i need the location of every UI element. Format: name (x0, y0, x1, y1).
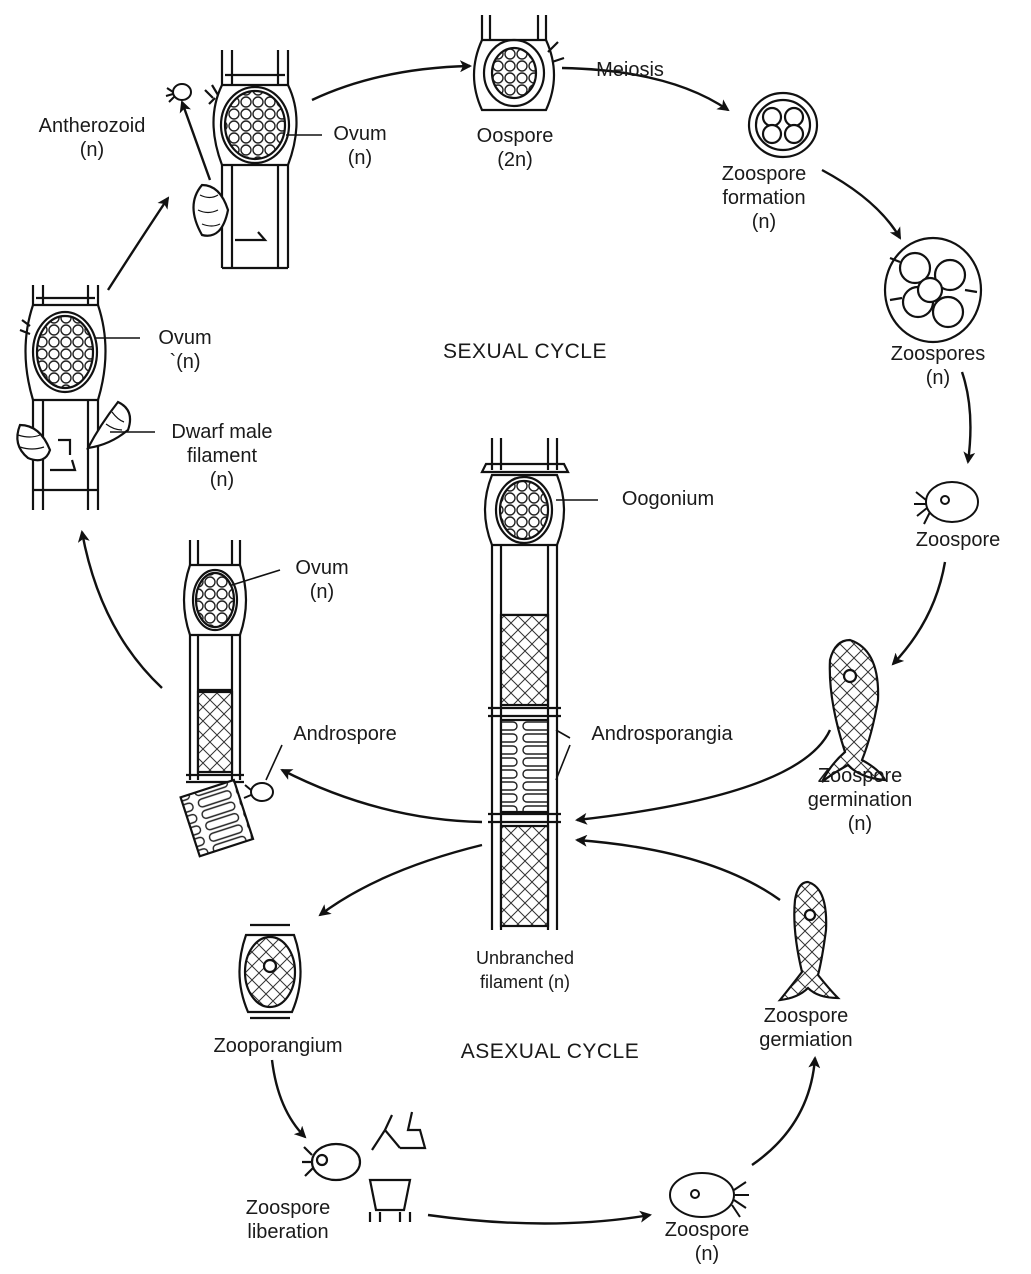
zoospore-formation-illustration (749, 93, 817, 157)
zoospores-label: Zoospores(n) (891, 343, 986, 389)
arrow-filament-to-zooporangium (320, 845, 482, 915)
androspore-filament-illustration (181, 540, 253, 856)
zoospore-bottom-label: Zoospore(n) (665, 1219, 750, 1265)
arrow-germiation-to-filament (577, 840, 780, 900)
androsporangia-label: Androsporangia (591, 723, 733, 745)
arrow-filament-to-androspore (282, 770, 482, 822)
arrow-zooporangium-to-liberation (272, 1060, 305, 1137)
antherozoid-illustration (166, 84, 191, 102)
androspore-illustration (244, 783, 273, 801)
sexual-cycle-label: SEXUAL CYCLE (443, 340, 607, 363)
androspore-label: Androspore (293, 723, 396, 745)
asexual-cycle-label: ASEXUAL CYCLE (461, 1040, 639, 1063)
antherozoid-label: Antherozoid(n) (39, 115, 146, 161)
arrow-zoospore-to-germiation (752, 1058, 815, 1165)
ovum-left-label: Ovum`(n) (158, 327, 211, 373)
fertilization-filament-illustration (194, 50, 297, 268)
oogonium-label: Oogonium (622, 488, 714, 510)
germinating-zoospore-bottom-illustration (780, 882, 838, 1000)
zoospores-illustration (885, 238, 981, 342)
dwarf-male-filament-illustration (17, 285, 130, 510)
arrow-ovum-to-oospore (312, 66, 470, 100)
arrow-androspore-to-dwarf (82, 532, 162, 688)
ovum-mid-label: Ovum(n) (295, 557, 348, 603)
germinating-zoospore-right-illustration (822, 640, 885, 782)
arrow-dwarf-to-fertilization (108, 198, 168, 290)
unbranched-filament-illustration (482, 438, 568, 930)
arrow-zoospores-to-zoospore (962, 372, 970, 462)
oospore-label: Oospore(2n) (477, 125, 554, 171)
zooporangium-label: Zooporangium (214, 1035, 343, 1057)
meiosis-label: Meiosis (596, 59, 664, 81)
arrow-formation-to-zoospores (822, 170, 900, 238)
oospore-illustration (474, 15, 564, 110)
zooporangium-illustration (239, 925, 300, 1018)
ovum-top-label: Ovum(n) (333, 123, 386, 169)
zoospore-right-label: Zoospore (916, 529, 1001, 551)
arrow-liberation-to-zoospore (428, 1215, 650, 1224)
arrow-dwarf-to-antherozoid (182, 102, 210, 180)
arrow-zoospore-to-germination (893, 562, 945, 664)
zoospore-right-illustration (914, 482, 978, 524)
zoospore-bottom-illustration (670, 1173, 749, 1217)
